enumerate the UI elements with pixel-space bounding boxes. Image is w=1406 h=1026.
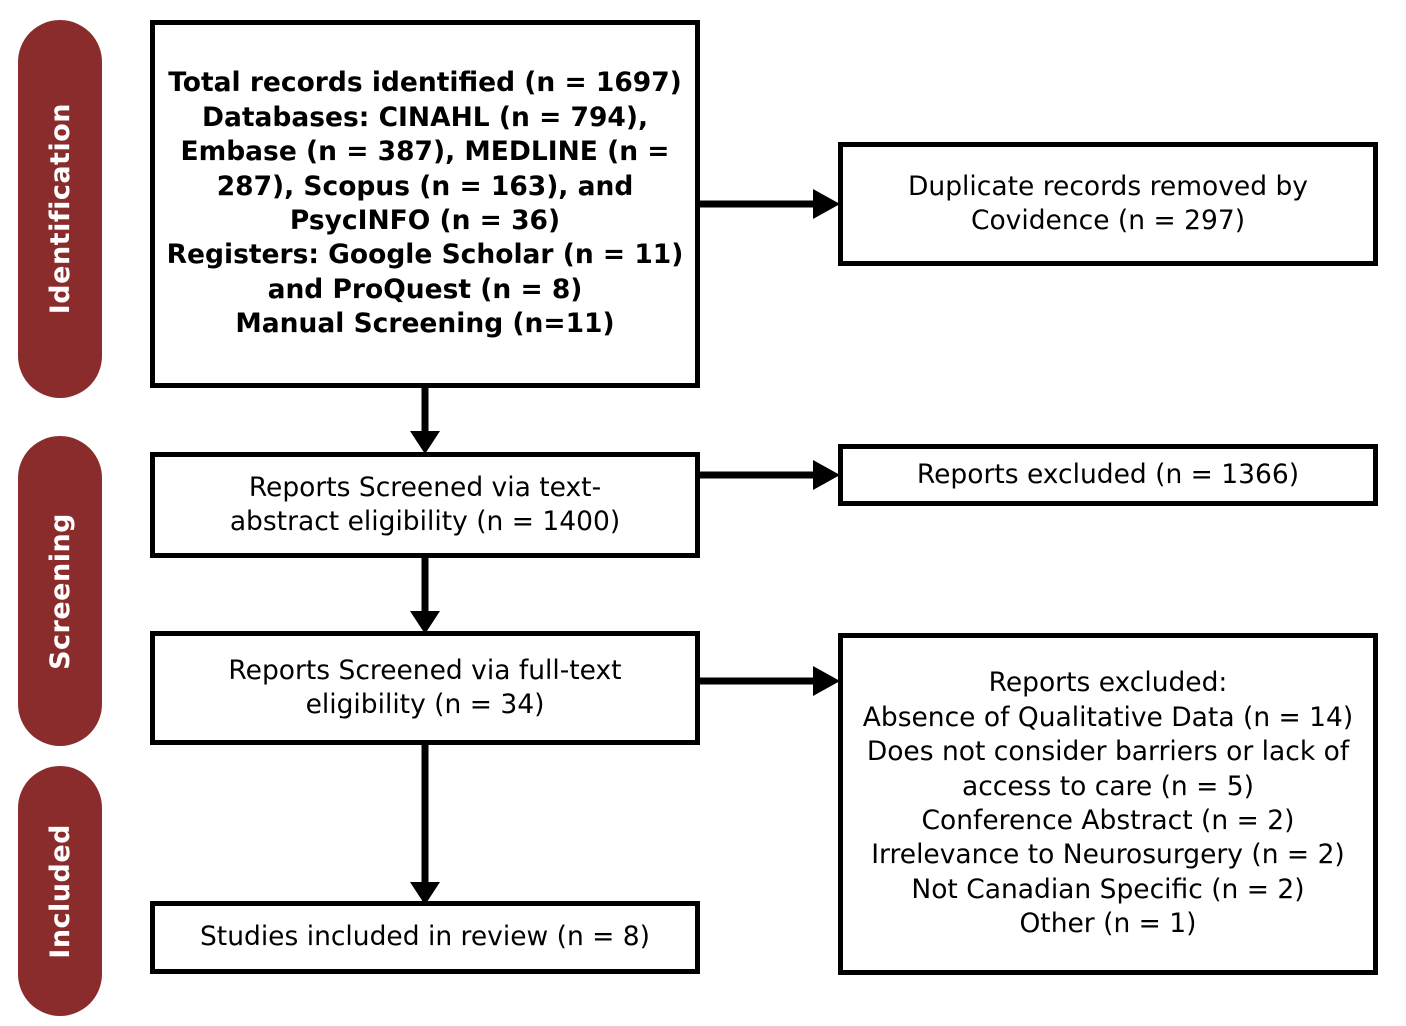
box-reports-screened-fulltext-text: Reports Screened via full-text eligibili… <box>228 654 622 720</box>
box-reports-excluded-fulltext: Reports excluded: Absence of Qualitative… <box>838 633 1378 975</box>
box-reports-excluded-abstract: Reports excluded (n = 1366) <box>838 444 1378 506</box>
box-reports-screened-abstract: Reports Screened via text- abstract elig… <box>150 452 700 558</box>
box-reports-screened-abstract-text: Reports Screened via text- abstract elig… <box>229 471 621 537</box>
stage-pill-screening-label: Screening <box>44 512 76 670</box>
box-studies-included-text: Studies included in review (n = 8) <box>199 921 650 953</box>
arrow-identified-to-duplicates <box>700 186 842 222</box>
box-studies-included: Studies included in review (n = 8) <box>150 901 700 974</box>
box-records-identified-text: Total records identified (n = 1697) Data… <box>166 67 684 340</box>
box-records-identified: Total records identified (n = 1697) Data… <box>150 20 700 388</box>
arrow-screened-abstract-to-fulltext <box>405 558 445 636</box>
arrow-identified-to-screened-abstract <box>405 388 445 456</box>
stage-pill-identification: Identification <box>18 20 102 398</box>
box-reports-excluded-abstract-text: Reports excluded (n = 1366) <box>916 458 1300 490</box>
box-duplicates-removed-text: Duplicate records removed by Covidence (… <box>908 170 1308 236</box>
arrow-screened-fulltext-to-excluded <box>700 663 842 699</box>
arrow-screened-fulltext-to-included <box>405 745 445 907</box>
box-duplicates-removed: Duplicate records removed by Covidence (… <box>838 142 1378 266</box>
box-reports-screened-fulltext: Reports Screened via full-text eligibili… <box>150 631 700 745</box>
stage-pill-included: Included <box>18 766 102 1016</box>
box-reports-excluded-fulltext-text: Reports excluded: Absence of Qualitative… <box>862 667 1354 940</box>
stage-pill-identification-label: Identification <box>44 103 76 315</box>
arrow-screened-abstract-to-excluded <box>700 457 842 493</box>
stage-pill-screening: Screening <box>18 436 102 746</box>
stage-pill-included-label: Included <box>44 823 76 959</box>
